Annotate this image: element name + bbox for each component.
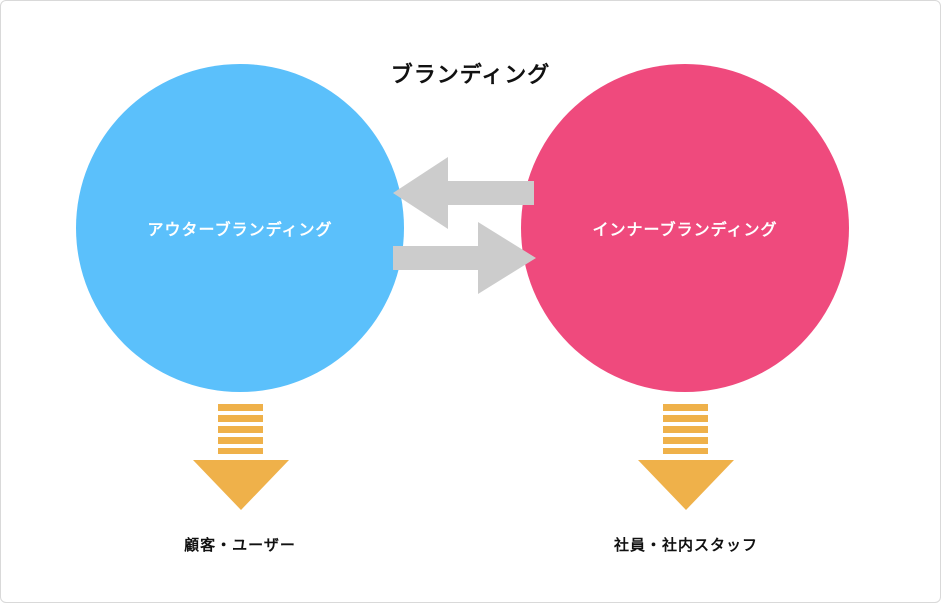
outer-target-label: 顧客・ユーザー [184, 536, 296, 554]
inner-branding-circle: インナーブランディング [521, 64, 849, 392]
outer-branding-label: アウターブランディング [147, 220, 333, 239]
down-arrow-left-icon [193, 404, 289, 510]
down-arrow-right-icon [638, 404, 734, 510]
diagram-title: ブランディング [390, 63, 551, 88]
arrow-right-icon [393, 222, 536, 294]
inner-target-label: 社員・社内スタッフ [613, 536, 758, 554]
outer-branding-circle: アウターブランディング [76, 64, 404, 392]
inner-branding-label: インナーブランディング [592, 220, 778, 239]
arrow-left-icon [393, 157, 534, 229]
